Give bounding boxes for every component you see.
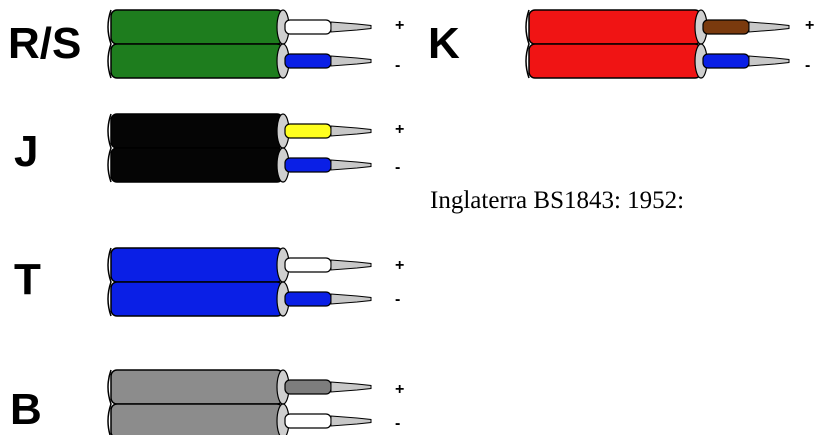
positive-sign-rs: + bbox=[395, 17, 404, 34]
cable-rs-drawing: + - bbox=[107, 9, 404, 79]
type-label-j: J bbox=[14, 127, 38, 176]
negative-sign-t: - bbox=[395, 291, 400, 308]
cable-b-drawing: + - bbox=[107, 369, 404, 435]
negative-sign-b: - bbox=[395, 415, 400, 432]
cable-t-drawing: + - bbox=[107, 247, 404, 317]
wire-negative-j bbox=[284, 157, 372, 173]
cable-j-drawing: + - bbox=[107, 113, 404, 183]
positive-sign-j: + bbox=[395, 121, 404, 138]
jacket-j bbox=[107, 113, 290, 183]
positive-sign-t: + bbox=[395, 257, 404, 274]
wire-positive-j bbox=[284, 123, 372, 139]
jacket-rs bbox=[107, 9, 290, 79]
jacket-k bbox=[525, 9, 708, 79]
wire-positive-b bbox=[284, 379, 372, 395]
negative-sign-k: - bbox=[805, 57, 810, 74]
cable-rs: R/S + - bbox=[8, 9, 404, 79]
cable-k-drawing: + - bbox=[525, 9, 814, 79]
cable-k: K + - bbox=[428, 9, 814, 79]
wire-negative-t bbox=[284, 291, 372, 307]
wire-negative-b bbox=[284, 413, 372, 429]
type-label-t: T bbox=[14, 255, 41, 304]
standard-label: Inglaterra BS1843: 1952: bbox=[430, 187, 684, 214]
cable-t: T + - bbox=[14, 247, 404, 317]
cable-j: J + - bbox=[14, 113, 404, 183]
jacket-b bbox=[107, 369, 290, 435]
jacket-t bbox=[107, 247, 290, 317]
wire-positive-t bbox=[284, 257, 372, 273]
type-label-k: K bbox=[428, 19, 460, 68]
negative-sign-j: - bbox=[395, 159, 400, 176]
positive-sign-k: + bbox=[805, 17, 814, 34]
wire-negative-k bbox=[702, 53, 790, 69]
type-label-b: B bbox=[10, 385, 42, 434]
wire-positive-k bbox=[702, 19, 790, 35]
positive-sign-b: + bbox=[395, 381, 404, 398]
type-label-rs: R/S bbox=[8, 19, 81, 68]
wire-positive-rs bbox=[284, 19, 372, 35]
negative-sign-rs: - bbox=[395, 57, 400, 74]
cable-b: B + - bbox=[10, 369, 404, 435]
wire-negative-rs bbox=[284, 53, 372, 69]
